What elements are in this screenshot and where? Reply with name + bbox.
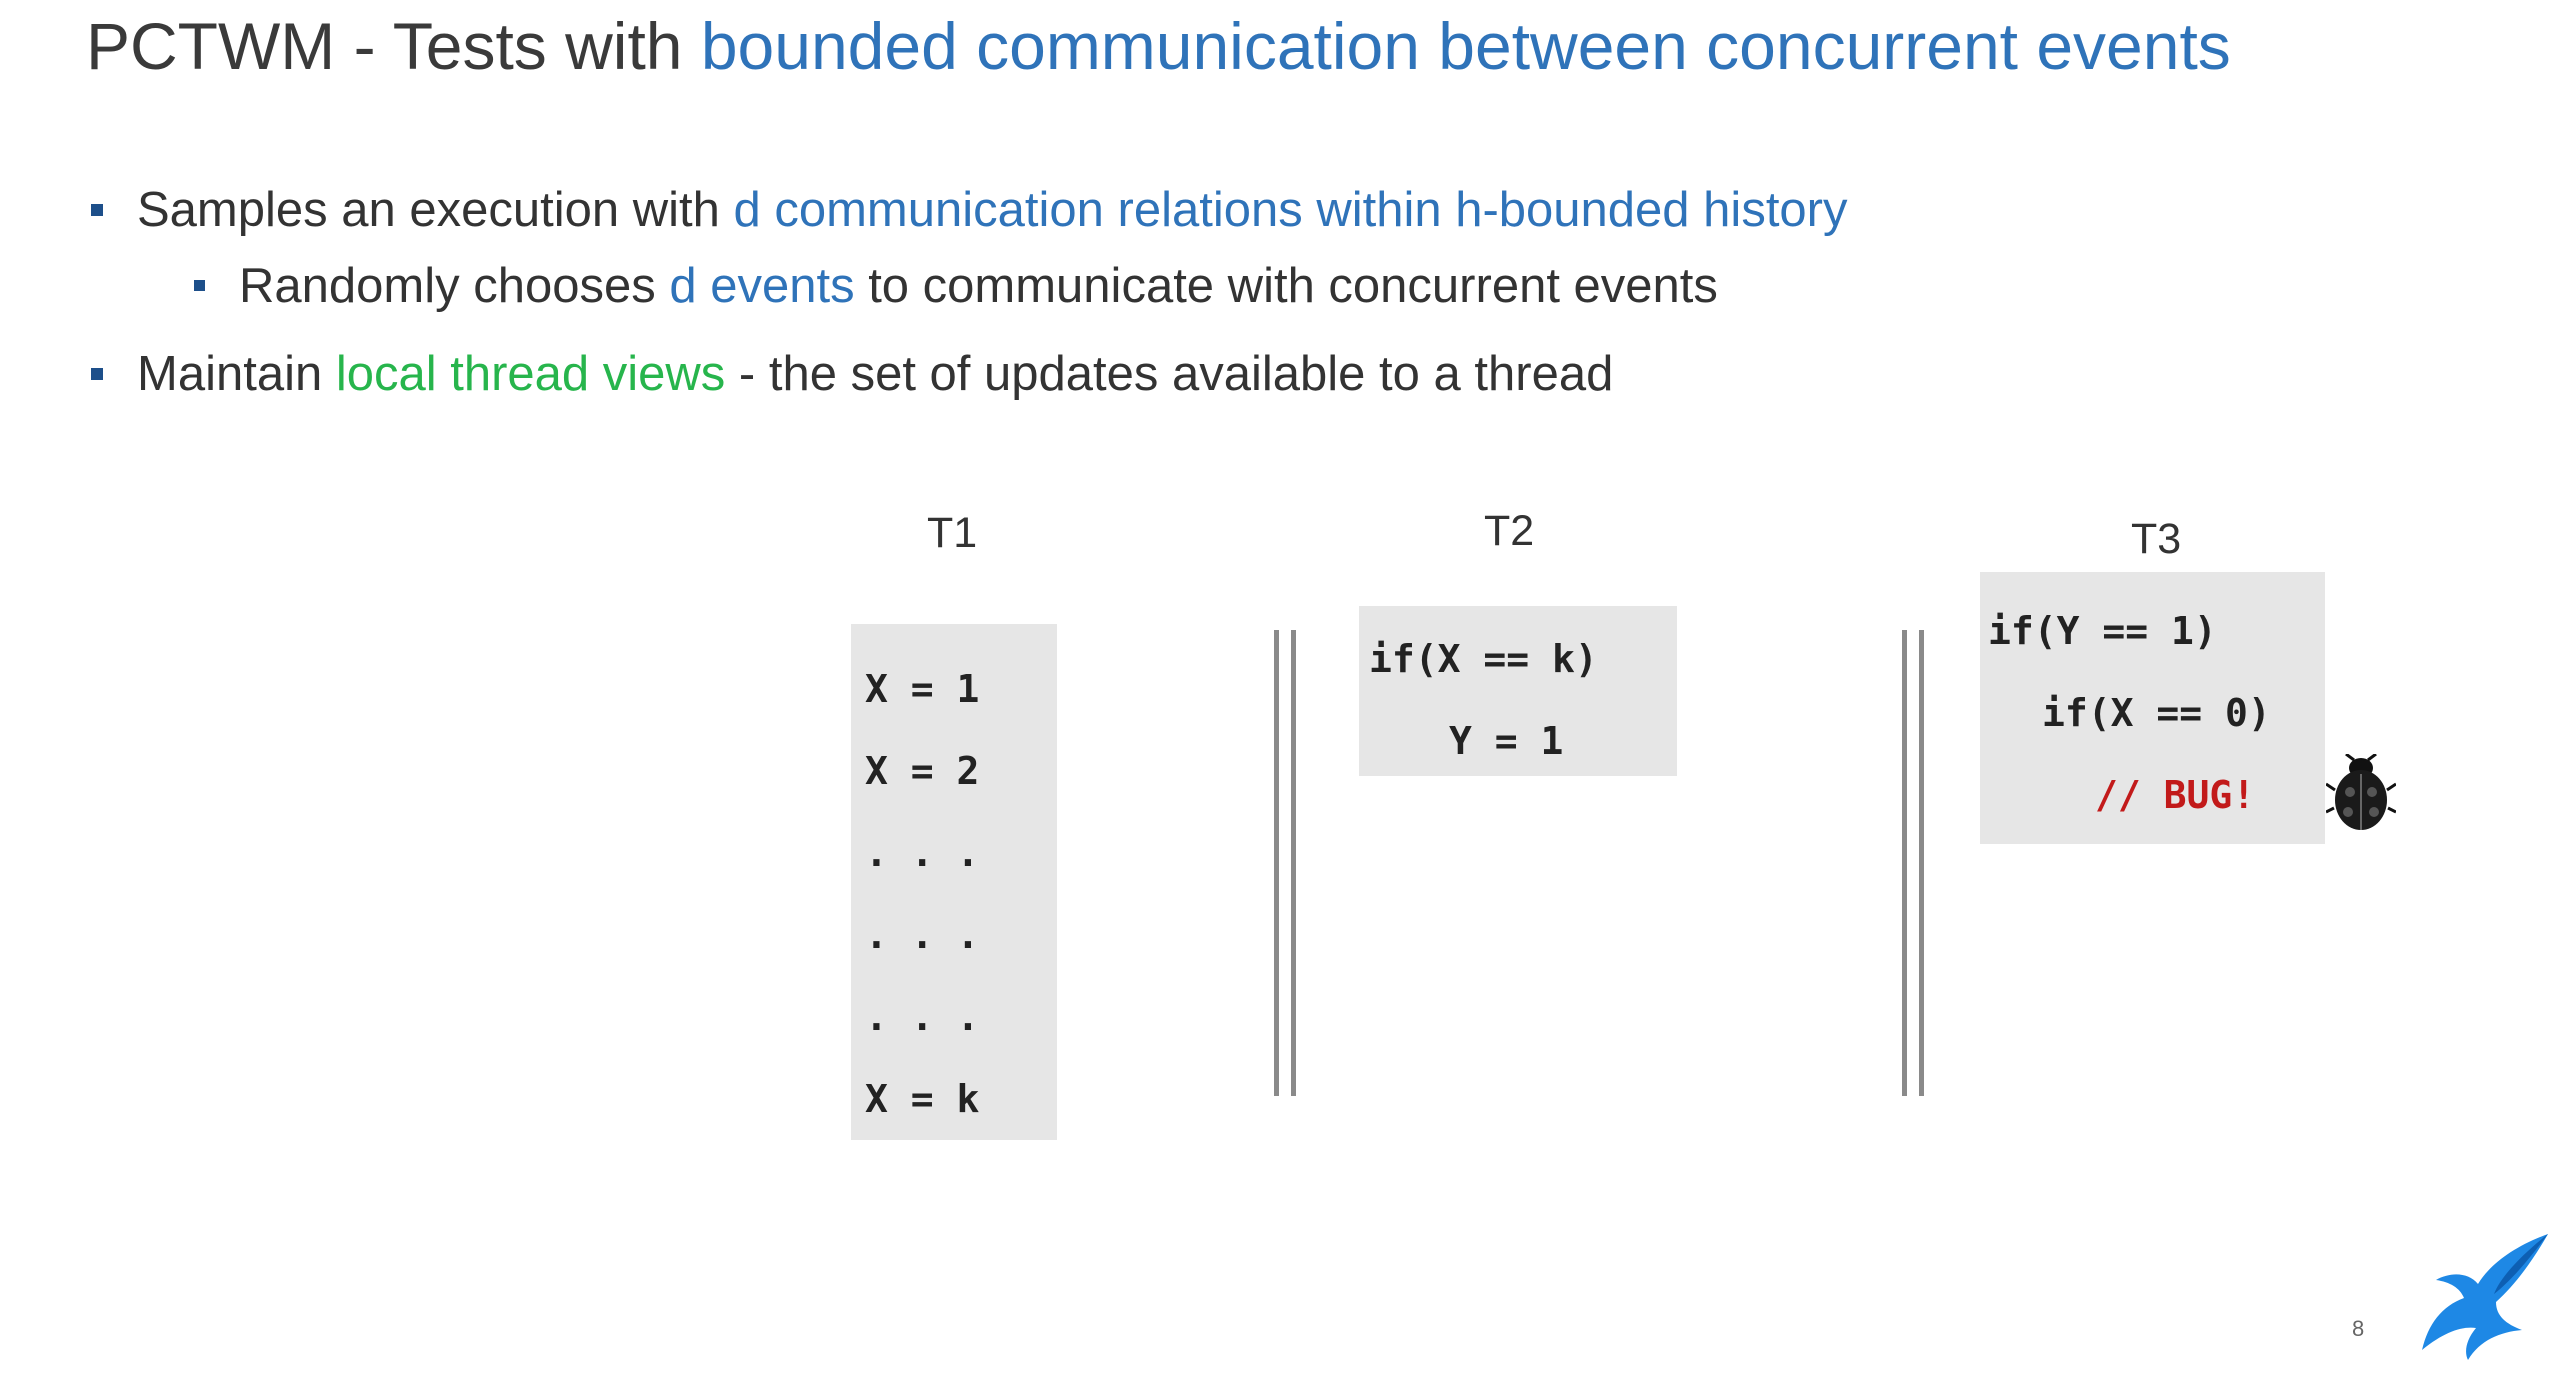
bullet-marker bbox=[194, 280, 205, 291]
code-block-t3: if(Y == 1) if(X == 0) // BUG! bbox=[1980, 572, 2325, 844]
bullet-space bbox=[1303, 183, 1317, 237]
bullet-text: Samples an execution with bbox=[137, 183, 734, 237]
code-block-t1: X = 1 X = 2 . . . . . . . . . X = k bbox=[851, 624, 1057, 1140]
thread-label-t1: T1 bbox=[927, 509, 978, 557]
thread-label-t3: T3 bbox=[2131, 515, 2182, 563]
bullet-text-after: to communicate with concurrent events bbox=[854, 259, 1718, 313]
bullet-marker bbox=[91, 204, 103, 216]
code-line: X = 2 bbox=[865, 749, 980, 793]
bug-comment: // BUG! bbox=[2095, 773, 2256, 817]
code-line: Y = 1 bbox=[1449, 719, 1564, 763]
sub-bullet-random-events: Randomly chooses d events to communicate… bbox=[194, 256, 1718, 316]
code-line: if(Y == 1) bbox=[1988, 609, 2217, 653]
code-line: . . . bbox=[865, 831, 980, 875]
title-plain: PCTWM - Tests with bbox=[86, 9, 701, 83]
bird-logo bbox=[2422, 1234, 2548, 1360]
code-line: . . . bbox=[865, 995, 980, 1039]
code-line: . . . bbox=[865, 913, 980, 957]
bullet-highlight-history: within h-bounded history bbox=[1316, 183, 1848, 237]
thread-label-t2: T2 bbox=[1484, 507, 1535, 555]
bullet-text: Randomly chooses bbox=[239, 259, 670, 313]
code-line: if(X == 0) bbox=[2042, 691, 2271, 735]
parallel-separator bbox=[1274, 630, 1296, 1096]
bullet-thread-views: Maintain local thread views - the set of… bbox=[91, 344, 1614, 404]
ladybug-icon bbox=[2326, 754, 2396, 830]
code-line: X = k bbox=[865, 1077, 980, 1121]
page-number: 8 bbox=[2352, 1316, 2365, 1341]
bullet-highlight-events: d events bbox=[669, 259, 855, 313]
bullet-marker bbox=[91, 368, 103, 380]
bullet-highlight-views: local thread views bbox=[335, 347, 726, 401]
title-highlight: bounded communication between concurrent… bbox=[700, 9, 2231, 83]
code-block-t2: if(X == k) Y = 1 bbox=[1359, 606, 1677, 776]
code-line: X = 1 bbox=[865, 667, 980, 711]
slide-title: PCTWM - Tests with bounded communication… bbox=[86, 6, 2231, 86]
bullet-highlight-communication: d communication relations bbox=[733, 183, 1303, 237]
bullet-text: Maintain bbox=[137, 347, 336, 401]
bullet-sampling: Samples an execution with d communicatio… bbox=[91, 180, 1848, 240]
parallel-separator bbox=[1902, 630, 1924, 1096]
bullet-text-after: - the set of updates available to a thre… bbox=[725, 347, 1614, 401]
code-line: if(X == k) bbox=[1369, 637, 1598, 681]
